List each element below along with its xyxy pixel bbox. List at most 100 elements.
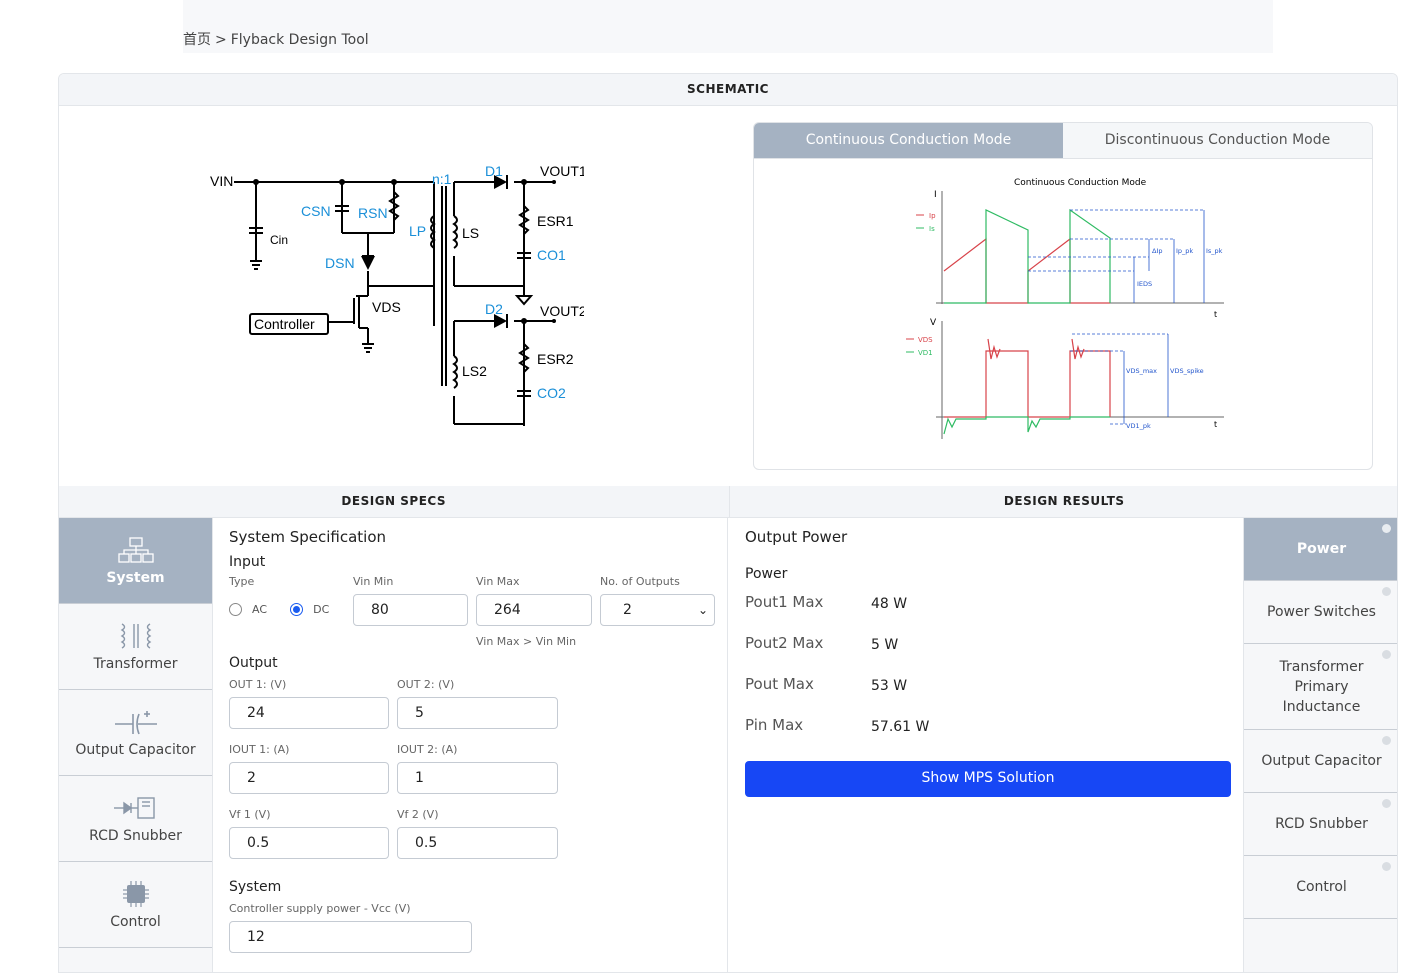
result-key: Pout Max: [745, 675, 814, 693]
show-mps-solution-button[interactable]: Show MPS Solution: [745, 761, 1231, 797]
results-item-power[interactable]: Power: [1244, 518, 1397, 581]
vin-min-input[interactable]: 80: [353, 594, 468, 626]
radio-ac-circle[interactable]: [229, 603, 242, 616]
results-item-rcd-snubber[interactable]: RCD Snubber: [1244, 793, 1397, 856]
vin-max-label: Vin Max: [476, 575, 520, 588]
results-item-label: Transformer Primary Inductance: [1279, 658, 1364, 715]
vin-max-field: Vin Max 264 Vin Max > Vin Min: [476, 575, 592, 648]
result-key: Pin Max: [745, 716, 804, 734]
annot-is-pk: Is_pk: [1206, 247, 1223, 255]
vin-max-input[interactable]: 264: [476, 594, 592, 626]
axis-t-bottom: t: [1214, 420, 1217, 429]
label-co1: CO1: [537, 247, 566, 263]
annot-delta-ip: ΔIp: [1152, 247, 1163, 255]
system-hierarchy-icon: [117, 536, 154, 563]
specs-sidebar: System Transformer Output Capacitor RCD …: [59, 518, 213, 972]
iout2-input[interactable]: 1: [397, 762, 558, 794]
results-item-power-switches[interactable]: Power Switches: [1244, 581, 1397, 644]
outputs-label: No. of Outputs: [600, 575, 680, 588]
capacitor-icon: [114, 710, 157, 734]
schematic-header: SCHEMATIC: [59, 74, 1397, 106]
iout2-field: IOUT 2: (A) 1: [397, 743, 558, 794]
section-headers: DESIGN SPECS DESIGN RESULTS: [59, 486, 1397, 518]
waveform-diagram: Continuous Conduction Mode I V t t Ip Is…: [906, 178, 1224, 439]
out1-input[interactable]: 24: [229, 697, 389, 729]
sidebar-item-rcd-snubber[interactable]: RCD Snubber: [59, 776, 212, 862]
vf1-field: Vf 1 (V) 0.5: [229, 808, 389, 859]
out2-label: OUT 2: (V): [397, 678, 455, 691]
axis-v: V: [930, 318, 937, 328]
label-vout1: VOUT1: [540, 163, 584, 179]
result-value: 57.61 W: [871, 719, 930, 735]
vcc-input[interactable]: 12: [229, 921, 472, 953]
status-indicator: [1382, 650, 1391, 659]
design-results-header: DESIGN RESULTS: [729, 486, 1397, 518]
iout2-label: IOUT 2: (A): [397, 743, 458, 756]
result-value: 5 W: [871, 637, 899, 653]
label-lp: LP: [409, 223, 426, 239]
iout1-input[interactable]: 2: [229, 762, 389, 794]
results-heading: Output Power: [745, 528, 848, 546]
label-ls: LS: [462, 225, 479, 241]
vf2-input[interactable]: 0.5: [397, 827, 558, 859]
label-vin: VIN: [210, 173, 233, 189]
mode-tabs: Continuous Conduction Mode Discontinuous…: [754, 123, 1372, 159]
chip-icon: [122, 880, 149, 907]
label-ratio: n:1: [432, 171, 452, 187]
status-indicator: [1382, 799, 1391, 808]
axis-t-top: t: [1214, 310, 1217, 319]
label-vds: VDS: [372, 299, 401, 315]
breadcrumb-home[interactable]: 首页: [183, 32, 211, 48]
rcd-snubber-icon: [113, 796, 155, 819]
legend-vds: VDS: [918, 336, 933, 344]
outputs-select[interactable]: 2 ⌄: [600, 594, 715, 626]
sidebar-item-transformer[interactable]: Transformer: [59, 604, 212, 690]
sidebar-item-label: System: [106, 569, 165, 586]
result-value: 53 W: [871, 678, 908, 694]
vf1-input[interactable]: 0.5: [229, 827, 389, 859]
radio-ac-label: AC: [252, 603, 268, 616]
results-item-transformer-primary-inductance[interactable]: Transformer Primary Inductance: [1244, 644, 1397, 730]
radio-ac[interactable]: AC: [229, 603, 267, 616]
form-heading: System Specification: [229, 528, 387, 546]
results-item-label: Control: [1296, 879, 1347, 895]
breadcrumb: 首页>Flyback Design Tool: [183, 29, 369, 49]
out2-input[interactable]: 5: [397, 697, 558, 729]
waveform-panel: Continuous Conduction Mode Discontinuous…: [753, 122, 1373, 470]
iout1-label: IOUT 1: (A): [229, 743, 290, 756]
results-item-control[interactable]: Control: [1244, 856, 1397, 919]
tab-discontinuous-conduction[interactable]: Discontinuous Conduction Mode: [1063, 123, 1372, 158]
status-indicator: [1382, 524, 1391, 533]
label-controller: Controller: [254, 316, 315, 332]
sidebar-item-system[interactable]: System: [59, 518, 212, 604]
schematic-area: VIN Cin CSN RSN LP DSN n:1 D1 VOUT1 LS E…: [59, 106, 1397, 486]
result-key: Pout2 Max: [745, 634, 824, 652]
vf2-label: Vf 2 (V): [397, 808, 439, 821]
result-value: 48 W: [871, 596, 908, 612]
label-d2: D2: [485, 301, 503, 317]
radio-dc-circle[interactable]: [290, 603, 304, 616]
radio-dc[interactable]: DC: [290, 603, 329, 616]
results-item-label: RCD Snubber: [1275, 816, 1368, 832]
label-csn: CSN: [301, 203, 331, 219]
vin-min-label: Vin Min: [353, 575, 394, 588]
label-esr2: ESR2: [537, 351, 574, 367]
out1-field: OUT 1: (V) 24: [229, 678, 389, 729]
sidebar-item-output-capacitor[interactable]: Output Capacitor: [59, 690, 212, 776]
results-item-label: Output Capacitor: [1261, 753, 1382, 769]
iout1-field: IOUT 1: (A) 2: [229, 743, 389, 794]
legend-ip: Ip: [929, 212, 936, 220]
breadcrumb-current: Flyback Design Tool: [230, 32, 369, 48]
annot-vds-max: VDS_max: [1126, 367, 1157, 375]
design-specs-header: DESIGN SPECS: [59, 486, 730, 518]
sidebar-item-label: Transformer: [93, 655, 178, 672]
annot-vd1-pk: VD1_pk: [1126, 422, 1151, 430]
results-item-label: Power Switches: [1267, 604, 1376, 620]
breadcrumb-bar: [183, 0, 1273, 53]
tab-continuous-conduction[interactable]: Continuous Conduction Mode: [754, 123, 1063, 158]
results-item-output-capacitor[interactable]: Output Capacitor: [1244, 730, 1397, 793]
sidebar-item-control[interactable]: Control: [59, 862, 212, 948]
label-cin: Cin: [270, 233, 288, 247]
system-section-label: System: [229, 879, 282, 895]
type-label: Type: [229, 575, 255, 588]
